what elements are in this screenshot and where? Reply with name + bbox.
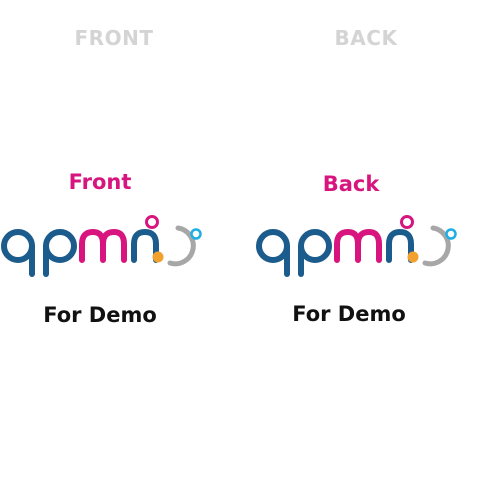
back-label: Back	[322, 172, 380, 196]
back-heading: BACK	[334, 26, 398, 50]
qpmn-logo-front	[1, 215, 202, 277]
qpmn-logo-back	[256, 215, 457, 277]
front-heading: FRONT	[74, 26, 154, 50]
front-caption: For Demo	[43, 303, 157, 327]
qpmn-wordmark	[1, 228, 159, 277]
qpmn-ring-dots-mark-icon	[400, 215, 457, 267]
qpmn-wordmark	[256, 228, 414, 277]
back-caption: For Demo	[292, 302, 406, 326]
back-panel: Back For Demo	[255, 164, 475, 334]
front-label: Front	[68, 170, 132, 194]
front-panel: Front	[0, 164, 220, 334]
qpmn-ring-dots-mark-icon	[145, 215, 202, 267]
